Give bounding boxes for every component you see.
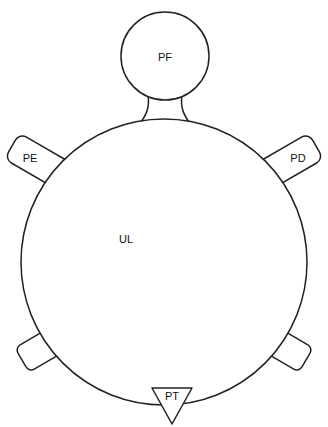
node-outline: [112, 8, 218, 128]
part-label: PD: [290, 152, 305, 164]
body-fill: [22, 120, 307, 405]
tail-outline: [152, 388, 192, 424]
body-mask: [22, 120, 306, 404]
body-mask: [22, 120, 306, 404]
body-outline: [21, 119, 307, 405]
part-label: UL: [119, 233, 133, 245]
head-circle: PF: [112, 8, 218, 128]
tail-triangle: PT: [148, 384, 196, 426]
body-circle: UL: [21, 119, 307, 405]
part-label: PE: [23, 152, 38, 164]
part-label: PF: [158, 51, 172, 63]
flipper-box: PD: [238, 118, 328, 208]
node-outline: [21, 119, 307, 405]
body-mask: [22, 120, 306, 404]
part-label: PT: [165, 390, 179, 402]
head-outline: [121, 12, 209, 100]
node-outline: [238, 118, 328, 208]
